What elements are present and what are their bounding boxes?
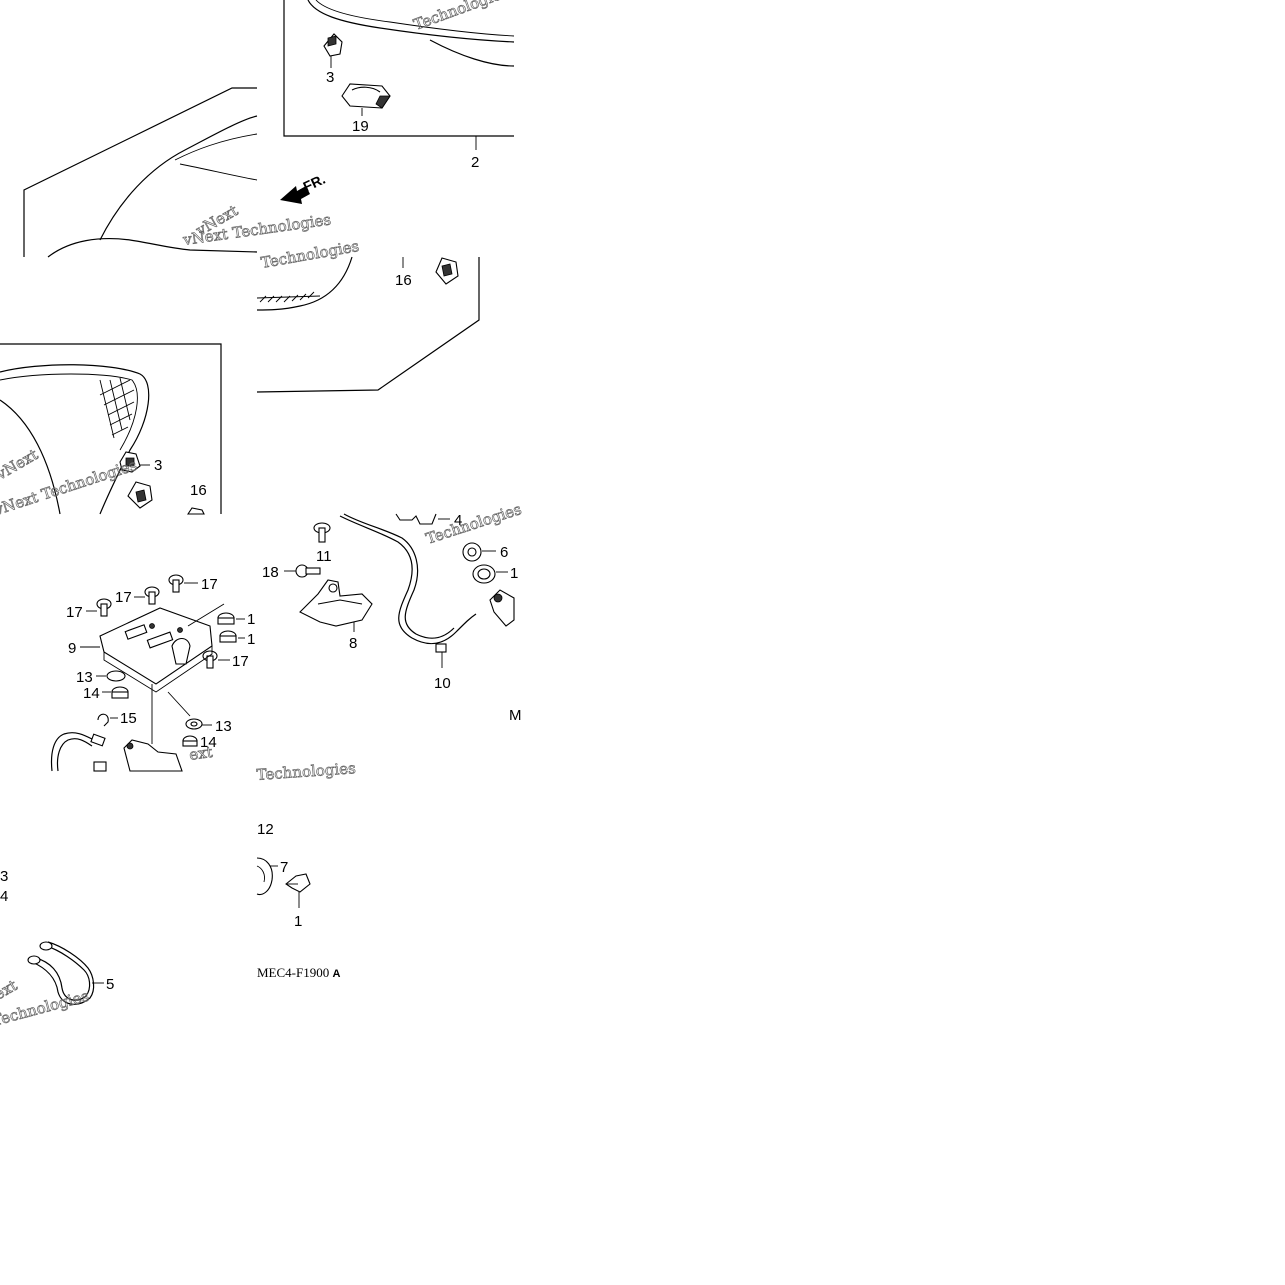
seat-stitch bbox=[174, 133, 258, 161]
tile-seat-rear: 3 19 2 FR. vNext Technologies Technologi… bbox=[181, 0, 515, 249]
callout-10: 10 bbox=[434, 675, 451, 692]
callout-2: 2 bbox=[471, 154, 479, 171]
callout-19: 19 bbox=[352, 118, 369, 135]
grommet-part-1 bbox=[472, 564, 496, 584]
seat-weave-hatch bbox=[259, 291, 315, 303]
nut-part-1-c bbox=[219, 630, 237, 643]
callout-3-c: 3 bbox=[0, 868, 8, 885]
callout-14-a: 14 bbox=[83, 685, 100, 702]
clip-part-4-a bbox=[395, 513, 437, 525]
watermark: vNext bbox=[0, 445, 41, 484]
callout-4-b: 4 bbox=[0, 888, 8, 905]
ground-cable-part-5 bbox=[27, 941, 95, 1005]
diagram-code-value: MEC4-F1900 bbox=[257, 965, 329, 980]
watermark: ext bbox=[188, 743, 214, 764]
front-direction-label: FR. bbox=[301, 171, 328, 195]
bolt-part-17-top-left bbox=[96, 598, 112, 617]
wire-harness bbox=[50, 732, 95, 772]
seat-stitch-top bbox=[315, 0, 515, 37]
callout-16-b: 16 bbox=[190, 482, 207, 499]
callout-14-b: 14 bbox=[200, 734, 217, 751]
callout-12: 12 bbox=[257, 821, 274, 838]
nut-part-1-b bbox=[217, 612, 235, 625]
battery-bracket-part-9 bbox=[99, 603, 225, 693]
front-direction-arrow-icon bbox=[280, 186, 310, 204]
watermark: Technologies bbox=[260, 237, 361, 272]
grommet-part-6 bbox=[462, 542, 482, 562]
callout-13-b: 13 bbox=[215, 718, 232, 735]
nut-part-14-b bbox=[182, 735, 198, 747]
tile-seat-front bbox=[23, 87, 258, 258]
diagram-code-suffix: A bbox=[332, 968, 340, 980]
callout-4-a: 4 bbox=[454, 512, 462, 529]
callout-m: M bbox=[509, 707, 522, 724]
callout-18: 18 bbox=[262, 564, 279, 581]
seat-contour bbox=[47, 238, 258, 258]
bumper-part-3 bbox=[323, 33, 343, 57]
clamp-part-7 bbox=[256, 857, 273, 896]
callout-1-d: 1 bbox=[294, 913, 302, 930]
seat-outline-top bbox=[307, 0, 515, 43]
clip-part-15 bbox=[97, 713, 109, 727]
callout-5: 5 bbox=[106, 976, 114, 993]
callout-16-a: 16 bbox=[395, 272, 412, 289]
callout-17-c: 17 bbox=[201, 576, 218, 593]
watermark: Technologies bbox=[411, 0, 510, 34]
bumper-part-3-b bbox=[119, 451, 141, 473]
lock-bracket-part-8 bbox=[299, 579, 373, 627]
seat-curve bbox=[256, 256, 353, 311]
bolt-part-17-top-mid bbox=[144, 586, 160, 605]
box-frame bbox=[283, 0, 514, 137]
nut-part-16-b bbox=[127, 481, 153, 509]
callout-17-a: 17 bbox=[66, 604, 83, 621]
seat-lock-cable-part-10 bbox=[339, 515, 477, 645]
callout-1-c: 1 bbox=[247, 631, 255, 648]
clip-part-1-d bbox=[285, 873, 311, 893]
cowl-body bbox=[0, 364, 150, 515]
tile-small-parts: 12 7 1 MEC4-F1900 A Technologies bbox=[256, 759, 357, 980]
callout-17-d: 17 bbox=[232, 653, 249, 670]
cowl-mesh bbox=[99, 377, 135, 439]
tile-seat-lower: 16 Technologies bbox=[256, 237, 480, 393]
bolt-part-11 bbox=[313, 522, 331, 543]
cowl-stitch bbox=[0, 373, 138, 451]
seat-lower-edge bbox=[429, 39, 515, 67]
lock-switch-body bbox=[123, 739, 183, 772]
diagram-code: MEC4-F1900 A bbox=[257, 965, 340, 980]
cushion-part-19 bbox=[341, 83, 391, 109]
callout-7: 7 bbox=[280, 859, 288, 876]
watermark: ext bbox=[0, 976, 20, 1003]
tile-seat-lock: 11 18 8 10 4 6 bbox=[262, 500, 524, 724]
cowl-inner bbox=[0, 399, 61, 515]
seat-body-line bbox=[99, 115, 258, 241]
callout-1-a: 1 bbox=[510, 565, 518, 582]
watermark: Technologies bbox=[424, 500, 524, 548]
washer-part-13-b bbox=[185, 718, 203, 730]
nut-part-14-a bbox=[111, 686, 129, 699]
callout-3-b: 3 bbox=[154, 457, 162, 474]
callout-13-a: 13 bbox=[76, 669, 93, 686]
seat-frame-outline bbox=[23, 87, 257, 257]
bolt-part-17-right bbox=[202, 650, 218, 669]
tile-rear-cowl: 3 16 vNext Technologies vNext bbox=[0, 343, 222, 520]
callout-9: 9 bbox=[68, 640, 76, 657]
callout-6: 6 bbox=[500, 544, 508, 561]
frame-right bbox=[256, 257, 480, 393]
watermark: Technologies bbox=[256, 759, 356, 784]
bolt-part-18 bbox=[295, 564, 321, 578]
tile-ground-cable: 3 4 5 ext Technologies bbox=[0, 868, 114, 1030]
callout-8: 8 bbox=[349, 635, 357, 652]
callout-1-b: 1 bbox=[247, 611, 255, 628]
bolt-part-17-top-right bbox=[168, 574, 184, 593]
washer-part-13-a bbox=[106, 670, 126, 682]
lock-cylinder-icon bbox=[489, 589, 515, 627]
nut-part-16-a bbox=[435, 257, 459, 285]
callout-17-b: 17 bbox=[115, 589, 132, 606]
seat-edge bbox=[179, 163, 258, 181]
tile-bracket-assembly: 17 17 17 17 1 1 bbox=[50, 574, 255, 772]
callout-3-a: 3 bbox=[326, 69, 334, 86]
callout-11: 11 bbox=[316, 548, 332, 565]
callout-15: 15 bbox=[120, 710, 137, 727]
